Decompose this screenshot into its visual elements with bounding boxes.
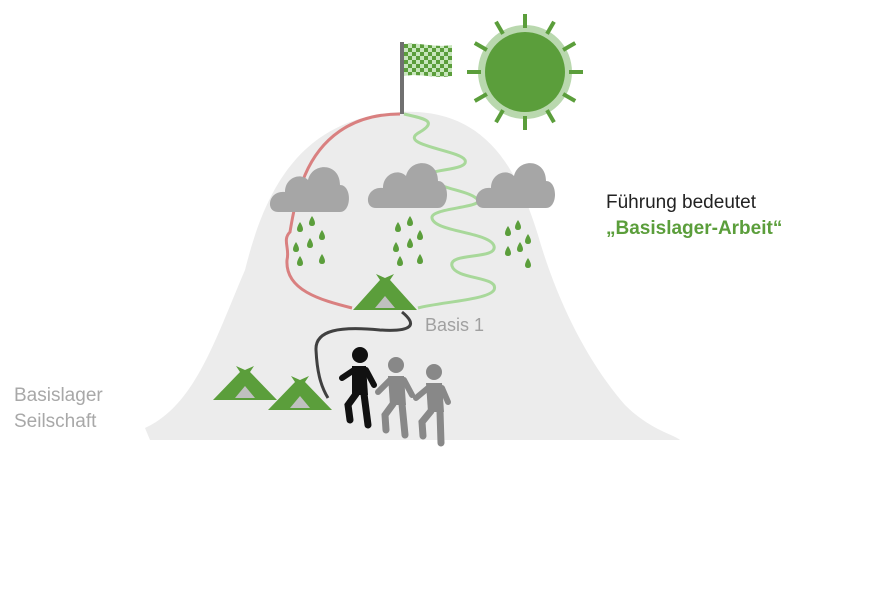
cloud-icon [367, 163, 447, 208]
rain-drop-icon [397, 256, 403, 266]
rain-drop-icon [417, 254, 423, 264]
cloud-icon [269, 167, 349, 212]
tent-icon [353, 274, 417, 310]
direct-route-path [284, 112, 401, 310]
basis-1-label: Basis 1 [425, 315, 485, 335]
headline-line-1: Führung bedeutet [606, 192, 757, 213]
rain-drop-icon [319, 254, 325, 264]
sun-ray [473, 41, 488, 52]
rain-drop-icon [319, 230, 325, 240]
rain-drop-icon [517, 242, 523, 252]
rain-drop-icon [505, 226, 511, 236]
rain-drop-icon [525, 258, 531, 268]
sun-ray [562, 41, 577, 52]
rain-drop-icon [505, 246, 511, 256]
sun-ray [494, 20, 505, 35]
winding-route-path [403, 112, 496, 310]
rain-drop-icon [297, 256, 303, 266]
rain-drop-icon [297, 222, 303, 232]
leader-person-icon [339, 347, 377, 429]
tent-icon [213, 366, 277, 400]
rain-drop-icon [525, 234, 531, 244]
cloud-icon [475, 163, 555, 208]
rain-drop-icon [393, 242, 399, 252]
sun-icon [467, 14, 583, 130]
summit-flag-icon [400, 42, 452, 114]
rain-drop-icon [407, 216, 413, 226]
sun-ray [545, 20, 556, 35]
basislager-label: Basislager [14, 385, 103, 406]
team-member-person-icon [413, 364, 451, 447]
rain-drops [293, 216, 531, 268]
rain-drop-icon [417, 230, 423, 240]
headline-line-2: „Basislager-Arbeit“ [606, 218, 783, 239]
rain-drop-icon [515, 220, 521, 230]
seilschaft-label: Seilschaft [14, 411, 97, 432]
rain-drop-icon [293, 242, 299, 252]
sun-ray [545, 109, 556, 124]
rain-drop-icon [407, 238, 413, 248]
sun-ray [473, 92, 488, 103]
tent-icon [268, 376, 332, 410]
rain-drop-icon [395, 222, 401, 232]
rope-path [314, 310, 413, 399]
rain-drop-icon [307, 238, 313, 248]
rain-drop-icon [309, 216, 315, 226]
sun-ray [494, 109, 505, 124]
team-member-person-icon [375, 357, 415, 439]
sun-ray [562, 92, 577, 103]
